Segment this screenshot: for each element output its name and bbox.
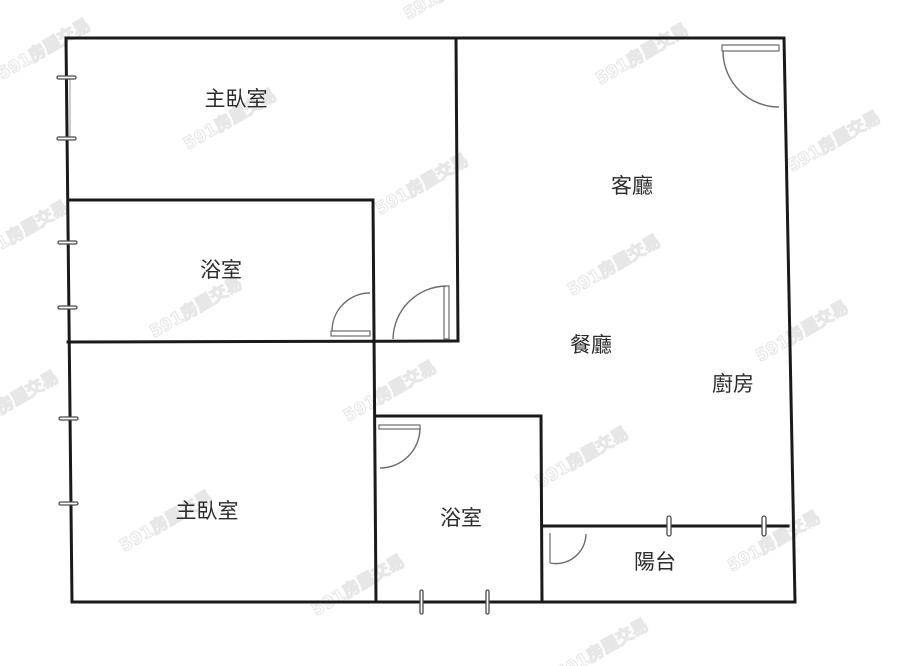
balcony-door-swing-icon bbox=[549, 533, 587, 565]
room-labels: 主臥室 浴室 客廳 餐廳 廚房 主臥室 浴室 陽台 bbox=[176, 87, 755, 574]
watermark: 591房屋交易 bbox=[552, 614, 652, 666]
bathroom1-door-swing-icon bbox=[331, 292, 371, 332]
watermark: 591房屋交易 bbox=[784, 106, 884, 176]
watermark: 591房屋交易 bbox=[400, 0, 500, 24]
watermark: 591房屋交易 bbox=[308, 550, 408, 620]
watermark: 591房屋交易 bbox=[532, 422, 632, 492]
label-living-room: 客廳 bbox=[611, 174, 653, 198]
bedroom1-door-leaf bbox=[443, 285, 450, 340]
window-marker bbox=[57, 305, 78, 310]
window-marker bbox=[57, 240, 78, 245]
outer-wall bbox=[64, 36, 797, 604]
window-marker bbox=[58, 501, 79, 506]
label-master-bedroom-1: 主臥室 bbox=[205, 87, 268, 111]
entrance-door-leaf bbox=[721, 44, 780, 52]
watermark: 591房屋交易 bbox=[0, 366, 62, 436]
label-bathroom-1: 浴室 bbox=[200, 258, 242, 282]
doors bbox=[330, 44, 780, 565]
watermark: 591房屋交易 bbox=[752, 296, 852, 366]
window-marker bbox=[56, 136, 77, 141]
wall-bathroom2-right bbox=[539, 414, 544, 604]
watermark: 591房屋交易 bbox=[724, 506, 824, 576]
window-marker bbox=[56, 75, 77, 80]
window-marker bbox=[666, 515, 672, 537]
window-marker bbox=[761, 515, 767, 537]
entrance-door-swing-icon bbox=[722, 50, 780, 108]
walls bbox=[64, 36, 797, 604]
label-master-bedroom-2: 主臥室 bbox=[176, 499, 239, 523]
wall-bathroom1-right bbox=[371, 198, 378, 604]
window-marker bbox=[485, 589, 490, 615]
bathroom2-door-leaf bbox=[378, 424, 421, 430]
watermark: 591房屋交易 bbox=[0, 14, 94, 84]
bathroom2-door-swing-icon bbox=[379, 427, 421, 469]
wall-bedroom1-right bbox=[454, 36, 460, 343]
windows bbox=[56, 75, 767, 615]
label-bathroom-2: 浴室 bbox=[440, 506, 482, 530]
label-kitchen: 廚房 bbox=[712, 372, 754, 396]
watermark: 591房屋交易 bbox=[0, 196, 72, 266]
watermark: 591房屋交易 bbox=[564, 230, 664, 300]
bedroom1-door-swing-icon bbox=[392, 285, 447, 340]
label-dining-room: 餐廳 bbox=[570, 333, 612, 357]
wall-bedroom2-top bbox=[66, 339, 460, 344]
label-balcony: 陽台 bbox=[634, 550, 676, 574]
watermark: 591房屋交易 bbox=[146, 272, 246, 342]
watermark: 591房屋交易 bbox=[592, 19, 692, 89]
window-marker bbox=[419, 589, 424, 615]
window-marker bbox=[58, 416, 79, 421]
bathroom1-door-leaf bbox=[330, 330, 371, 337]
